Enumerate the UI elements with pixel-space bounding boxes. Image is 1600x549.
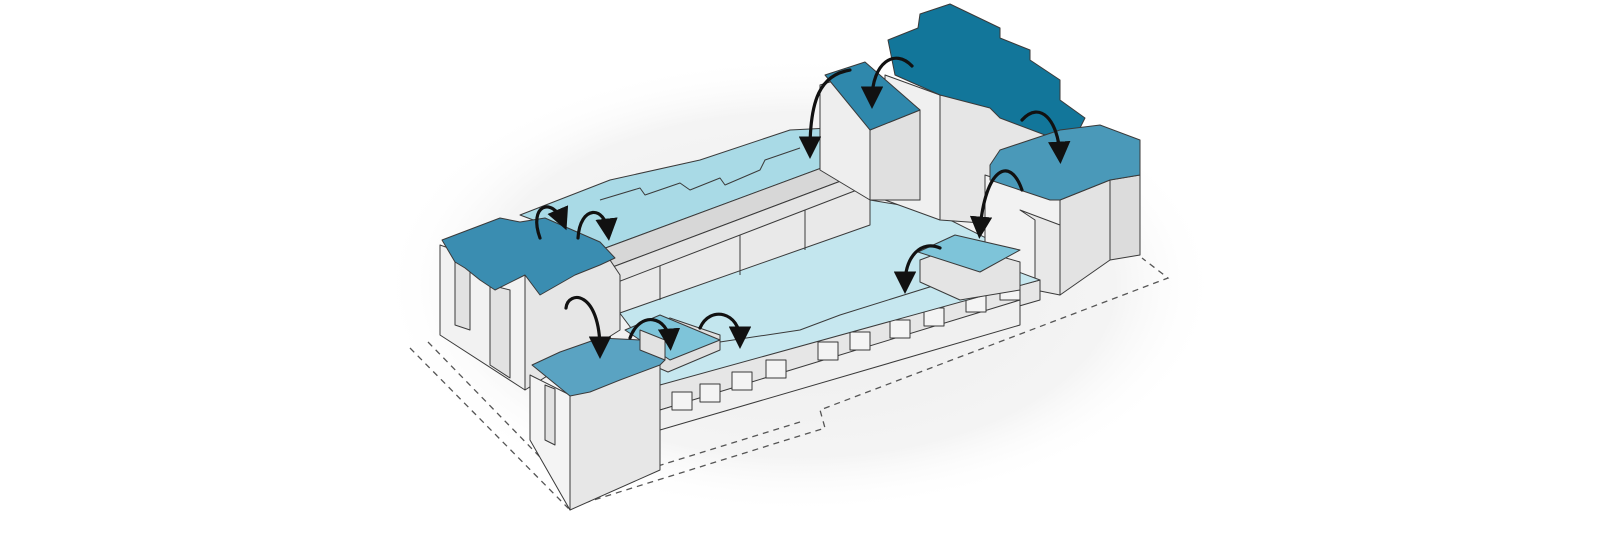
west-block <box>439 217 621 391</box>
arrow-2 <box>576 210 618 241</box>
arrow-6 <box>798 68 852 159</box>
arrow-5 <box>698 312 752 349</box>
south-west-block <box>529 329 666 511</box>
north-wing <box>519 127 871 321</box>
arrow-9 <box>969 169 1024 239</box>
arrow-1 <box>535 205 569 240</box>
west-block-roof <box>441 217 616 296</box>
south-wing-raised-roof <box>917 234 1021 273</box>
arrow-8 <box>1020 110 1071 164</box>
circulation-arrows <box>535 56 1071 359</box>
arrow-3 <box>564 295 612 359</box>
south-west-block-roof <box>531 337 666 397</box>
tower-upper-roof <box>887 3 1086 136</box>
arrow-4 <box>628 318 681 351</box>
arrow-7 <box>860 56 914 109</box>
arrow-10 <box>893 244 942 294</box>
